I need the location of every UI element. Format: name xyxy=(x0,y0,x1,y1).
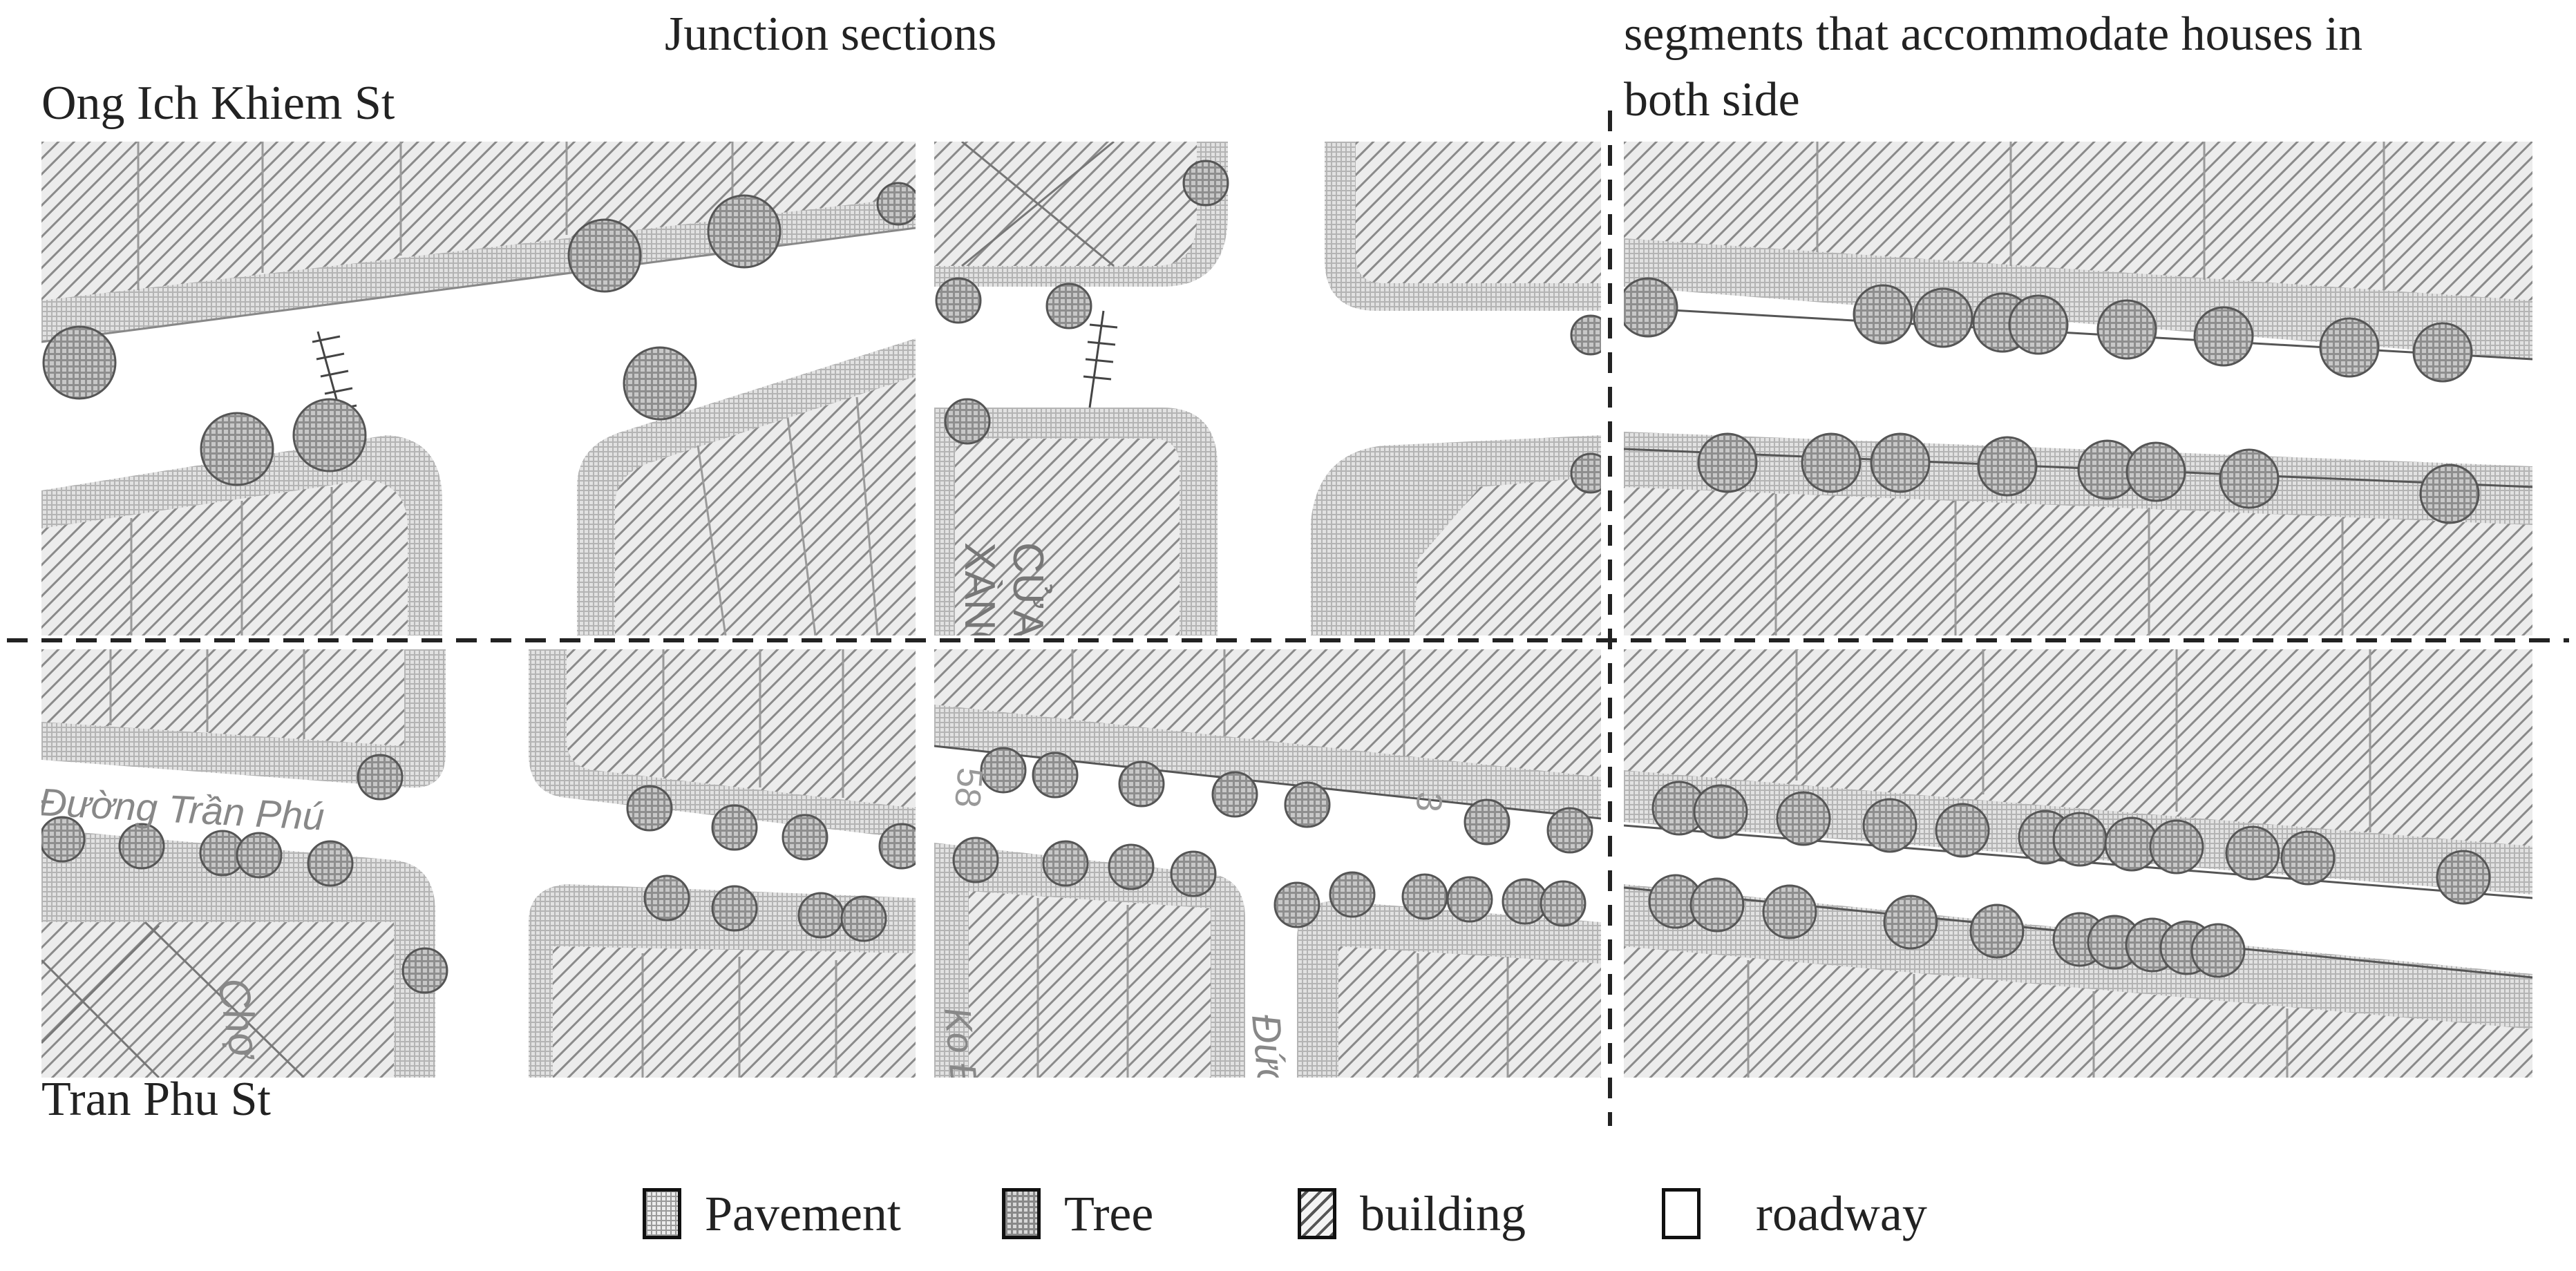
pavement-swatch-icon xyxy=(643,1188,681,1239)
panel-top-left xyxy=(41,142,916,636)
legend-label: roadway xyxy=(1756,1185,1927,1241)
building-swatch-icon xyxy=(1298,1188,1336,1239)
panel-top-center: CỬA XÀNG xyxy=(934,142,1601,664)
legend-label: Tree xyxy=(1064,1185,1154,1241)
map-label-xang: XÀNG xyxy=(956,542,1003,664)
heading-junction-sections: Junction sections xyxy=(665,8,997,61)
map-label-ko-da: Ko Đa xyxy=(936,1006,987,1113)
legend-item-pavement: Pavement xyxy=(643,1183,901,1245)
map-label-cua: CỬA xyxy=(1004,542,1052,639)
map-label-duc: Đức xyxy=(1243,1012,1294,1090)
roadway-swatch-icon xyxy=(1662,1188,1701,1239)
street-label-tran-phu: Tran Phu St xyxy=(41,1073,271,1126)
heading-segments-line2: both side xyxy=(1624,73,1800,126)
legend-item-roadway: roadway xyxy=(1662,1183,1927,1245)
map-label-3: 3 xyxy=(1408,790,1450,814)
legend-label: Pavement xyxy=(705,1185,901,1241)
legend-item-building: building xyxy=(1298,1183,1526,1245)
panel-bottom-left: Đường Trần Phú Chợ xyxy=(41,649,916,1078)
panel-top-right xyxy=(1624,142,2532,636)
street-label-ong-ich-khiem: Ong Ich Khiem St xyxy=(41,77,395,130)
panel-bottom-right xyxy=(1624,649,2532,1078)
heading-segments: segments that accommodate houses in xyxy=(1624,8,2363,61)
tree-swatch-icon xyxy=(1002,1188,1041,1239)
legend-item-tree: Tree xyxy=(1002,1183,1153,1245)
legend-label: building xyxy=(1360,1185,1526,1241)
map-label-58: 58 xyxy=(947,766,990,810)
panel-bottom-center: 58 3 Ko Đa Đức xyxy=(934,649,1601,1113)
